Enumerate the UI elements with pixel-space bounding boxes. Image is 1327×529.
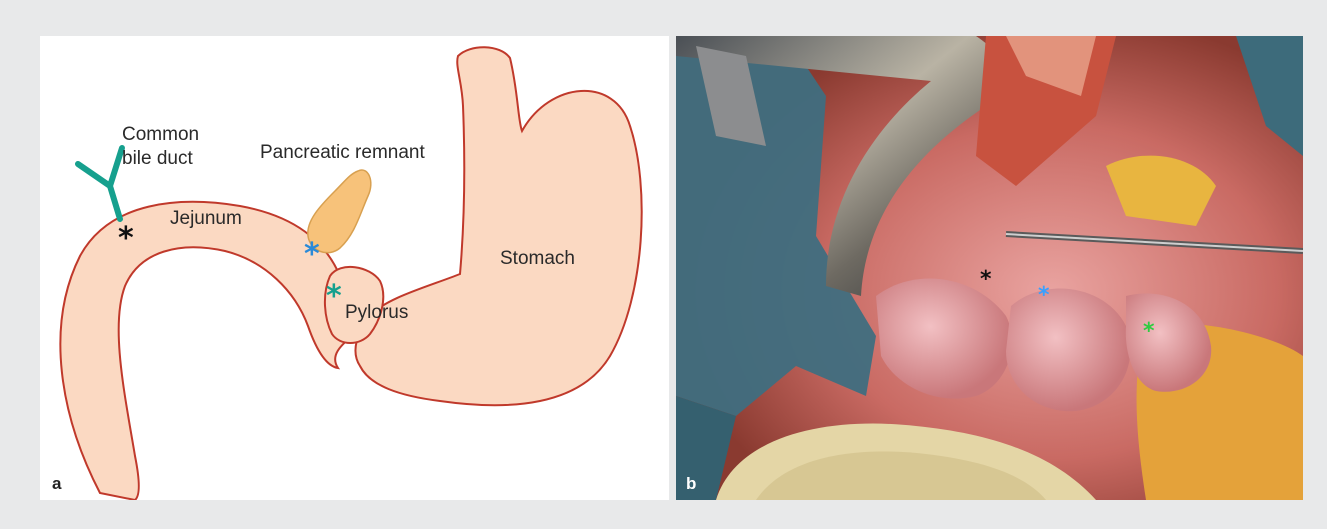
marker-black: * [118, 221, 134, 256]
label-jejunum: Jejunum [170, 208, 242, 229]
label-stomach: Stomach [500, 248, 575, 269]
label-bile-duct-line2: bile duct [122, 148, 193, 169]
label-pylorus: Pylorus [345, 302, 408, 323]
panel-letter-b: b [686, 474, 696, 494]
photo-marker-green: * [1143, 319, 1155, 344]
marker-teal: * [326, 279, 342, 314]
schematic-diagram: Common bile duct Pancreatic remnant Jeju… [40, 36, 669, 500]
bile-duct-shape [78, 148, 122, 219]
surgical-photo-panel: * * * b [676, 36, 1303, 500]
label-pancreatic-remnant: Pancreatic remnant [260, 142, 425, 163]
photo-marker-black: * [980, 267, 992, 292]
label-common-line1: Common [122, 124, 199, 145]
surgical-photo: * * * [676, 36, 1303, 500]
panel-letter-a: a [52, 474, 61, 494]
stomach-shape [355, 47, 641, 405]
marker-blue: * [304, 237, 320, 272]
schematic-panel: Common bile duct Pancreatic remnant Jeju… [40, 36, 669, 500]
photo-marker-blue: * [1038, 283, 1050, 308]
